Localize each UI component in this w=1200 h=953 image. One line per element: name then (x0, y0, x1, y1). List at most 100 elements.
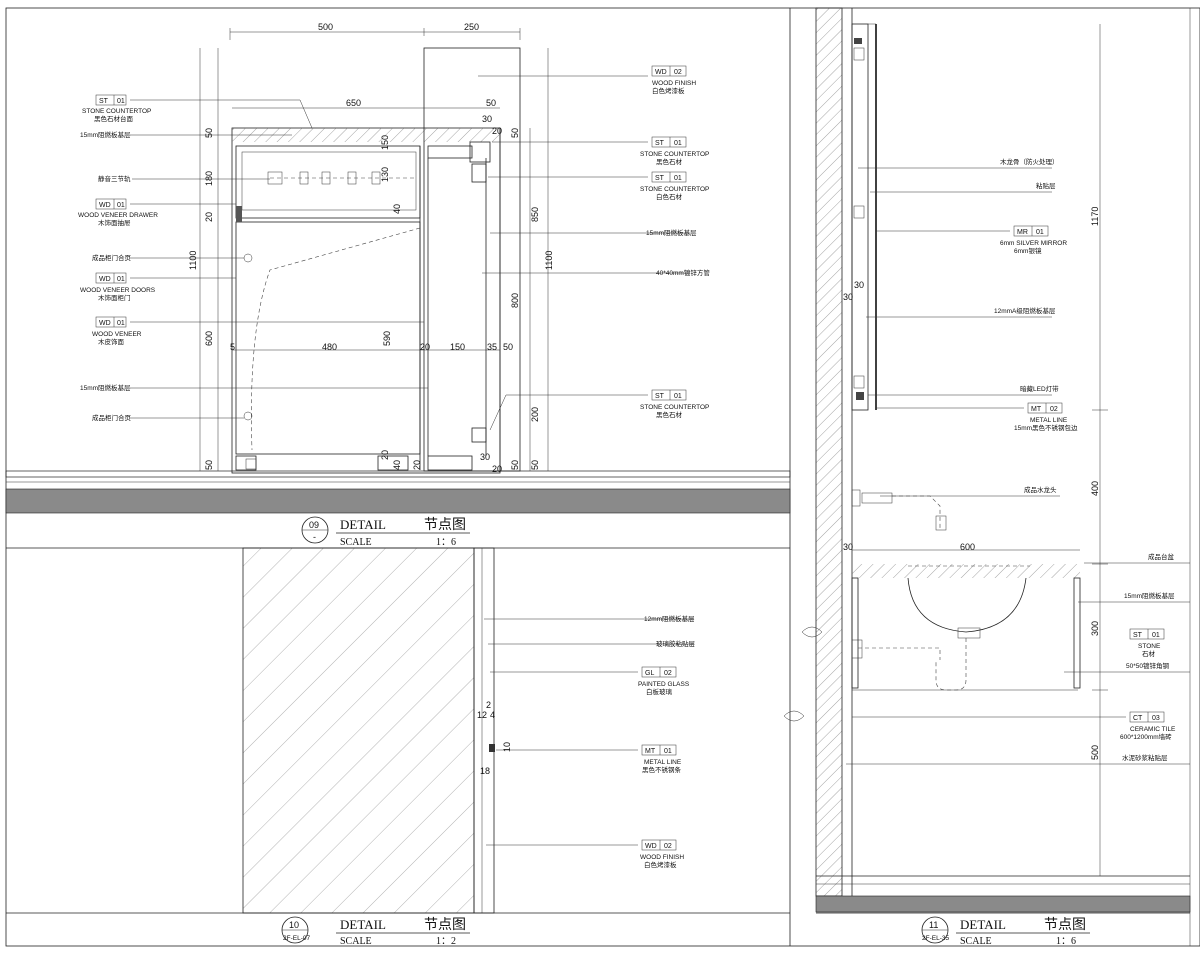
dim-label: 50 (510, 460, 520, 470)
svg-text:白色石材: 白色石材 (656, 192, 683, 201)
break-symbol (801, 626, 823, 638)
svg-text:01: 01 (117, 276, 125, 283)
faucet (851, 489, 947, 531)
panel-section (473, 547, 495, 914)
material-tag: CT 03 CERAMIC TILE 600*1200mm墙砖 (852, 711, 1176, 741)
label: 15mm阻燃板基层 (1124, 591, 1175, 600)
label: 粘贴层 (1036, 181, 1056, 190)
material-tag: WD 01 WOOD VENEER DRAWER 木饰面抽屉 (78, 198, 236, 227)
dim-label: 500 (1090, 745, 1100, 760)
scale-label: SCALE (960, 936, 992, 947)
dim-label: 600 (960, 542, 975, 552)
stone-counter (852, 564, 1080, 578)
dim-label: 250 (464, 22, 479, 32)
svg-text:WD: WD (99, 320, 111, 327)
floor-slab (815, 895, 1191, 913)
dim-label: 590 (382, 331, 392, 346)
detail-title: DETAIL (960, 917, 1006, 932)
svg-text:黑色石材: 黑色石材 (656, 157, 683, 166)
material-tag: MT 02 METAL LINE 15mm黑色不锈钢包边 (876, 402, 1078, 432)
label: 15mm阻燃板基层 (80, 130, 131, 139)
dim-label: 40 (392, 460, 402, 470)
label: 50*50镀锌角钢 (1126, 661, 1169, 670)
label: 12mmA级阻燃板基层 (994, 306, 1056, 315)
svg-text:WOOD VENEER DOORS: WOOD VENEER DOORS (80, 287, 156, 294)
detail-title-cn: 节点图 (424, 517, 466, 533)
detail-title: DETAIL (340, 917, 386, 932)
material-tag: WD 02 WOOD FINISH 白色烤漆板 (478, 65, 696, 95)
dim-label: 20 (204, 212, 214, 222)
svg-text:WD: WD (99, 276, 111, 283)
detail-10-title-block: 10 2F-EL-07 DETAIL 节点图 SCALE 1：2 (281, 916, 470, 947)
svg-text:MT: MT (645, 748, 656, 755)
scale-value: 1：6 (436, 537, 456, 548)
label: 成品柜门合页 (92, 413, 132, 422)
dim-label: 35 (487, 342, 497, 352)
dim-label: 650 (346, 98, 361, 108)
svg-text:METAL LINE: METAL LINE (644, 759, 682, 766)
svg-text:02: 02 (664, 670, 672, 677)
svg-text:02: 02 (1050, 406, 1058, 413)
cabinet-door (235, 221, 421, 455)
svg-text:01: 01 (1036, 229, 1044, 236)
svg-text:木饰面柜门: 木饰面柜门 (98, 293, 131, 302)
label: 成品台盆 (1148, 552, 1175, 561)
metal-line-inlay (489, 744, 495, 752)
label: 12mm阻燃板基层 (644, 614, 695, 623)
svg-text:01: 01 (117, 98, 125, 105)
svg-text:PAINTED GLASS: PAINTED GLASS (638, 681, 690, 688)
break-symbol (783, 710, 805, 722)
svg-text:STONE COUNTERTOP: STONE COUNTERTOP (82, 108, 151, 115)
svg-text:ST: ST (1133, 632, 1143, 639)
floor-line (5, 470, 791, 478)
detail-09-left-labels: ST 01 STONE COUNTERTOP 黑色石材台面 15mm阻燃板基层 … (78, 94, 428, 422)
dim-label: 1100 (544, 251, 554, 270)
svg-text:CT: CT (1133, 715, 1143, 722)
dim-label: 20 (412, 460, 422, 470)
svg-text:STONE COUNTERTOP: STONE COUNTERTOP (640, 404, 709, 411)
svg-text:15mm黑色不锈钢包边: 15mm黑色不锈钢包边 (1014, 423, 1078, 432)
svg-text:石材: 石材 (1142, 649, 1156, 658)
svg-text:WOOD VENEER DRAWER: WOOD VENEER DRAWER (78, 212, 158, 219)
svg-text:WOOD FINISH: WOOD FINISH (652, 80, 696, 87)
svg-text:白色烤漆板: 白色烤漆板 (652, 86, 685, 95)
label: 15mm阻燃板基层 (80, 383, 131, 392)
detail-10-labels: 12mm阻燃板基层 玻璃胶粘贴层 GL 02 PAINTED GLASS 白板玻… (484, 614, 696, 869)
svg-text:02: 02 (664, 843, 672, 850)
svg-text:01: 01 (1152, 632, 1160, 639)
dim-label: 50 (510, 128, 520, 138)
svg-text:01: 01 (674, 393, 682, 400)
label: 15mm阻燃板基层 (646, 228, 697, 237)
dim-label: 130 (380, 167, 390, 182)
dim-label: 20 (492, 126, 502, 136)
svg-text:STONE COUNTERTOP: STONE COUNTERTOP (640, 151, 709, 158)
dim-label: 150 (450, 342, 465, 352)
dim-label: 40 (392, 204, 402, 214)
dim-label: 50 (530, 460, 540, 470)
dim-label: 180 (204, 171, 214, 186)
label: 玻璃胶粘贴层 (656, 639, 696, 648)
basin-bowl (907, 577, 1027, 633)
svg-text:白色烤漆板: 白色烤漆板 (644, 860, 677, 869)
dim-label: 30 (854, 280, 864, 290)
wall-panel (423, 47, 521, 472)
mirror-frame (851, 23, 869, 411)
svg-text:ST: ST (655, 175, 665, 182)
dim-label: 600 (204, 331, 214, 346)
dim-label: 2 (486, 700, 491, 710)
scale-label: SCALE (340, 936, 372, 947)
material-tag: ST 01 STONE COUNTERTOP 黑色石材 (489, 389, 709, 431)
scale-value: 1：2 (436, 936, 456, 947)
detail-title-cn: 节点图 (424, 917, 466, 933)
svg-text:01: 01 (117, 320, 125, 327)
label: 静音三节轨 (98, 174, 131, 183)
dim-label: 5 (230, 342, 235, 352)
svg-text:ST: ST (655, 140, 665, 147)
dim-label: 12 (477, 710, 487, 720)
cabinet-outline (231, 127, 501, 474)
svg-text:木饰面抽屉: 木饰面抽屉 (98, 218, 131, 227)
svg-text:WD: WD (645, 843, 657, 850)
label: 水泥砂浆粘贴层 (1122, 753, 1168, 762)
detail-number: 11 (929, 920, 938, 930)
